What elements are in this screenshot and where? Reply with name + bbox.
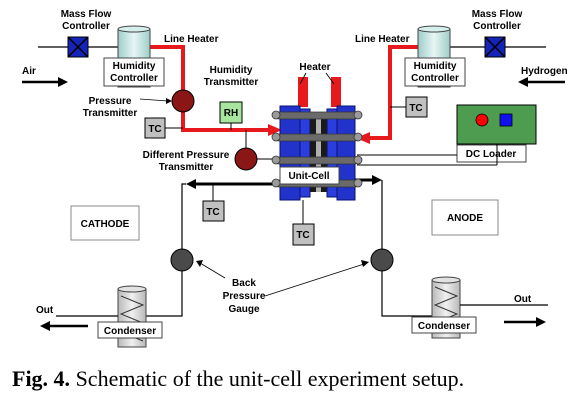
humidity-controller-right-label-1: Humidity	[414, 61, 457, 72]
air-arrow-head	[58, 77, 68, 87]
mass-flow-left-label-2: Controller	[62, 21, 110, 32]
mass-flow-right-label-2: Controller	[473, 21, 521, 32]
condenser-cathode-label-box	[97, 321, 163, 339]
pressure-transmitter-label-2: Transmitter	[83, 108, 138, 119]
humidity-controller-left	[103, 25, 165, 88]
gauge-pointer-left-head	[196, 260, 203, 267]
back-pressure-gauge-cathode	[170, 248, 194, 272]
dc-loader-red-terminal	[475, 113, 489, 127]
humidity-transmitter-label-2: Transmitter	[204, 77, 259, 88]
line-heater-left-label: Line Heater	[164, 34, 219, 45]
dp-transmitter-label-2: Transmitter	[159, 162, 214, 173]
cathode-line-heater	[150, 45, 268, 132]
out-right-label: Out	[514, 294, 532, 305]
out-left-arrow-head	[40, 321, 50, 331]
dc-loader-blue-terminal	[499, 113, 513, 127]
cathode-inlet-arrow	[268, 124, 282, 136]
gauge-pointer-right	[264, 263, 365, 297]
tc-label-1: TC	[148, 124, 161, 135]
cathode-outlet-arrow	[186, 179, 196, 189]
anode-line-heater	[370, 45, 418, 140]
figure-caption-text: Schematic of the unit-cell experiment se…	[70, 366, 465, 391]
unit-cell-label-box	[279, 166, 340, 185]
anode-box	[431, 199, 499, 236]
pressure-transmitter	[171, 89, 195, 113]
back-pressure-gauge-label-1: Back	[232, 278, 256, 289]
gauge-pointer-right-head	[361, 260, 369, 267]
hydrogen-label: Hydrogen	[521, 66, 568, 77]
different-pressure-transmitter	[234, 147, 258, 171]
air-label: Air	[22, 66, 36, 77]
humidity-controller-right-label-2: Controller	[411, 73, 459, 84]
mass-flow-controller-left	[67, 36, 89, 58]
condenser-anode-label-box	[411, 316, 477, 334]
dc-loader-device	[456, 104, 537, 145]
tc-label-4: TC	[296, 230, 309, 241]
out-right-arrow-head	[536, 317, 546, 327]
cathode-outlet-vertical	[181, 183, 186, 249]
unit-cell-label: Unit-Cell	[288, 171, 329, 182]
line-heater-right-label: Line Heater	[355, 34, 410, 45]
humidity-controller-left-label-1: Humidity	[113, 61, 156, 72]
heater-post-right	[331, 77, 341, 107]
gauge-pointer-left	[199, 262, 226, 279]
back-pressure-gauge-anode	[370, 248, 394, 272]
heater-post-left	[298, 77, 308, 107]
humidity-controller-left-label-2: Controller	[110, 73, 158, 84]
humidity-controller-right	[404, 25, 466, 88]
pressure-transmitter-label-1: Pressure	[89, 96, 132, 107]
dc-loader-label: DC Loader	[466, 149, 517, 160]
mass-flow-controller-right	[484, 36, 506, 58]
anode-label: ANODE	[447, 213, 483, 224]
heater-pointer-left	[299, 72, 307, 85]
figure-caption-prefix: Fig. 4.	[12, 366, 71, 391]
pressure-transmitter-pointer-head	[166, 98, 172, 104]
dc-loader-label-box	[456, 144, 527, 163]
cathode-box	[70, 205, 140, 241]
unit-cell-stack	[271, 105, 363, 201]
tc-label-2: TC	[206, 207, 219, 218]
pressure-transmitter-pointer	[139, 98, 169, 102]
anode-inlet-arrow	[356, 132, 370, 144]
heater-pointer-right	[325, 72, 335, 85]
mass-flow-left-label-1: Mass Flow	[61, 9, 112, 20]
rh-label: RH	[224, 108, 238, 119]
mass-flow-right-label-1: Mass Flow	[472, 9, 523, 20]
cathode-label: CATHODE	[81, 219, 130, 230]
back-pressure-gauge-label-2: Pressure	[223, 291, 266, 302]
tc-label-3: TC	[409, 103, 422, 114]
out-left-label: Out	[36, 305, 54, 316]
condenser-anode-label: Condenser	[418, 321, 470, 332]
back-pressure-gauge-label-3: Gauge	[228, 304, 260, 315]
anode-outlet-arrow	[372, 175, 382, 185]
figure-caption: Fig. 4. Schematic of the unit-cell exper…	[12, 366, 464, 392]
heater-label: Heater	[299, 62, 330, 73]
condenser-cathode-label: Condenser	[104, 326, 156, 337]
tc-box-cell	[292, 223, 315, 246]
anode-to-condenser-line	[381, 271, 432, 317]
hydrogen-arrow-head	[518, 77, 528, 87]
dp-transmitter-label-1: Different Pressure	[143, 150, 230, 161]
humidity-transmitter-label-1: Humidity	[210, 65, 253, 76]
cathode-to-condenser-line	[142, 271, 183, 317]
